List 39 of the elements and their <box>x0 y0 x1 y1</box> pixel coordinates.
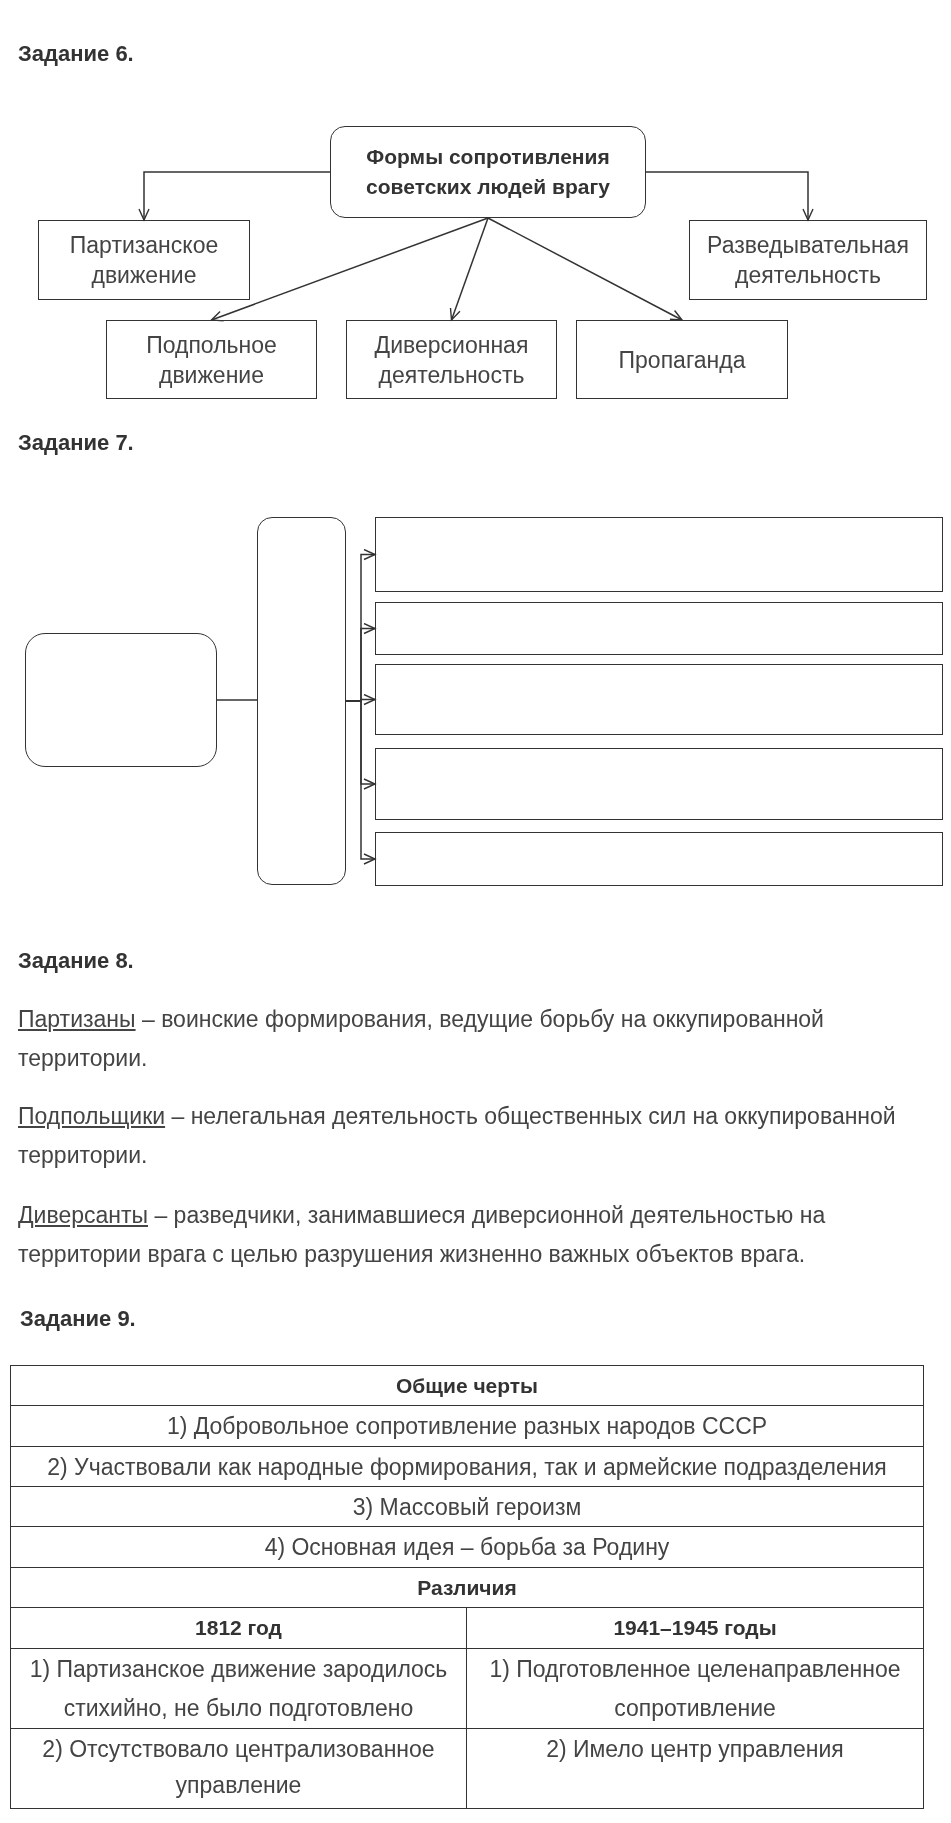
concept-box: Формы сопротивления советских людей врагу <box>330 126 646 218</box>
arrow <box>210 217 489 322</box>
answer-box <box>257 517 346 885</box>
definition-paragraph: Партизаны – воинские формирования, ведущие борьбу на оккупированной территории. <box>18 1005 825 1073</box>
category-box: Разведывательная деятельность <box>689 220 927 300</box>
category-box: Пропаганда <box>576 320 788 399</box>
table-header-cell: Различия <box>10 1567 924 1608</box>
arrow <box>487 217 683 321</box>
answer-box <box>375 602 943 655</box>
table-cell: 1) Партизанское движение зародилось стихийно, не было подготовлено <box>10 1648 467 1729</box>
task-heading: Задание 6. <box>18 41 134 67</box>
answer-box <box>25 633 217 767</box>
table-cell: 1) Добровольное сопротивление разных народов СССР <box>10 1405 924 1447</box>
answer-box <box>375 664 943 735</box>
answer-box <box>375 517 943 592</box>
answer-box <box>375 748 943 820</box>
arrow <box>345 700 376 865</box>
table-cell: 1) Подготовленное целенаправленное сопротивление <box>466 1648 924 1729</box>
table-cell: 3) Массовый героизм <box>10 1486 924 1527</box>
category-box: Партизанское движение <box>38 220 250 300</box>
table-cell: 2) Имело центр управления <box>466 1728 924 1809</box>
task-heading: Задание 9. <box>20 1306 136 1332</box>
table-cell: 2) Участвовали как народные формирования, так и армейские подразделения <box>10 1446 924 1487</box>
arrow <box>138 171 331 221</box>
table-header-cell: Общие черты <box>10 1365 924 1406</box>
table-header-cell: 1812 год <box>10 1607 467 1649</box>
table-cell: 2) Отсутствовало централизованное управление <box>10 1728 467 1809</box>
definition-paragraph: Подпольщики – нелегальная деятельность общественных сил на оккупированной территории. <box>18 1102 897 1170</box>
table-header-cell: 1941–1945 годы <box>466 1607 924 1649</box>
category-box: Подпольное движение <box>106 320 317 399</box>
arrow <box>449 217 489 321</box>
connector-line <box>216 699 258 701</box>
answer-box <box>375 832 943 886</box>
category-box: Диверсионная деятельность <box>346 320 557 399</box>
task-heading: Задание 8. <box>18 948 134 974</box>
table-cell: 4) Основная идея – борьба за Родину <box>10 1526 924 1568</box>
arrow <box>645 171 814 221</box>
definition-paragraph: Диверсанты – разведчики, занимавшиеся диверсионной деятельностью на территории врага с целью разрушения жизненно важных объектов врага. <box>18 1201 827 1269</box>
task-heading: Задание 7. <box>18 430 134 456</box>
